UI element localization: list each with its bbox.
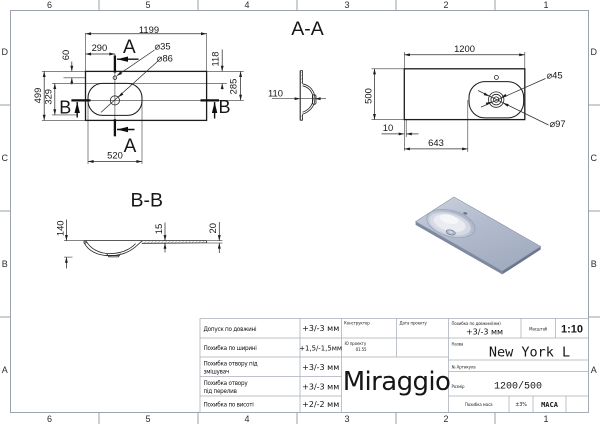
dim-edge-lip: 10 (383, 122, 393, 133)
zone-col-label: 6 (47, 0, 52, 10)
section-aa-title: A-A (291, 18, 324, 40)
zone-col-label: 4 (244, 414, 249, 424)
size-label: Розмір (452, 384, 465, 390)
tolerance-value: +1,5/-1,5мм (299, 344, 342, 352)
dim-drain-from-edge: 285 (227, 79, 238, 95)
mass-label: МАСА (541, 401, 559, 409)
render-drain (445, 229, 456, 236)
zone-row-label: B (591, 259, 597, 269)
scale-label: Масштаб (529, 326, 548, 333)
length-tolerance-value: +3/-3 мм (466, 328, 503, 337)
dim-depth: 499 (32, 88, 43, 104)
dim-deck-thickness: 15 (153, 224, 164, 234)
date-label: Дата проекту (400, 321, 428, 327)
section-bb-title: B-B (130, 190, 163, 212)
label-faucet-hole: ⌀35 (155, 40, 171, 51)
tolerance-label: Похибка по ширині (204, 344, 258, 352)
zone-col-label: 4 (244, 0, 249, 10)
section-mark-b-left: B (59, 97, 71, 117)
plan-view-left: A A B B 1199 290 60 499 329 520 118 (32, 24, 244, 164)
render-3d-view (415, 196, 542, 275)
zone-row-label: C (591, 153, 598, 163)
mass-tolerance-label: Похибка маса (465, 401, 493, 408)
zone-col-label: 5 (145, 0, 150, 10)
brand-logo: Miraggio (343, 367, 451, 397)
mass-tolerance-value: ±3% (515, 402, 527, 408)
zone-col-label: 1 (543, 414, 548, 424)
tolerance-value: +3/-3 мм (302, 382, 339, 391)
zone-col-label: 6 (47, 414, 52, 424)
tolerance-value: +2/-2 мм (302, 400, 339, 409)
tolerance-label: Похибка по висоті (204, 401, 255, 409)
tolerance-value: +3/-3 мм (302, 324, 339, 333)
label-drain-recess: ⌀86 (157, 53, 173, 64)
tolerance-value: +3/-3 мм (302, 363, 339, 372)
zone-col-label: 2 (443, 0, 448, 10)
dim-bowl-depth: 329 (43, 89, 54, 105)
tolerance-label: Похибка отвору (204, 379, 249, 387)
render-faucet-hole (463, 212, 468, 215)
zone-col-label: 3 (344, 414, 349, 424)
dim-depth-right: 500 (362, 88, 373, 104)
label-drain-recess-right: ⌀97 (550, 118, 566, 129)
zone-row-label: D (591, 47, 598, 57)
dim-faucet-offset: 290 (92, 42, 108, 53)
zone-row-label: A (591, 365, 597, 375)
zone-col-label: 1 (543, 0, 548, 10)
size-value: 1200/500 (494, 380, 542, 392)
product-name: New York L (489, 344, 570, 360)
section-mark-a-bottom: A (124, 136, 137, 157)
section-view-aa: A-A 110 (268, 18, 326, 121)
designer-value-2: 01.55 (356, 347, 367, 353)
dim-bowl-offset: 643 (428, 137, 444, 148)
tolerance-label: змішувач (204, 367, 230, 375)
article-label: № Артикула (452, 365, 477, 371)
dim-edge-thickness: 20 (207, 223, 218, 233)
dim-faucet-from-edge: 60 (60, 50, 71, 60)
name-label: Назва (452, 342, 464, 348)
dim-bowl-from-edge: 118 (210, 52, 221, 67)
render-bowl (426, 209, 476, 238)
section-view-bb: B-B 140 15 20 (54, 190, 223, 269)
zone-col-label: 2 (443, 414, 448, 424)
plan-view-right: ⌀45 ⌀97 1200 500 10 643 (362, 43, 566, 152)
designer-label: Конструктор (344, 321, 370, 327)
tolerance-label: Допуск по довжині (204, 325, 257, 333)
title-block: Допуск по довжині +3/-3 мм Похибка по ши… (199, 318, 589, 413)
tolerance-label: Похибка отвору під (204, 360, 258, 368)
zone-row-label: B (2, 259, 8, 269)
section-mark-a-top: A (123, 37, 136, 58)
dim-bowl-height: 140 (54, 220, 65, 236)
zone-row-label: D (2, 47, 9, 57)
dim-height: 110 (268, 87, 283, 98)
dim-length-right: 1200 (454, 43, 475, 54)
tolerance-label: під перелив (204, 387, 237, 395)
zone-col-label: 3 (344, 0, 349, 10)
zone-row-label: A (2, 365, 8, 375)
section-mark-b-right: B (218, 97, 230, 117)
dim-bowl-width: 520 (107, 150, 123, 161)
length-tolerance-label: Похибка по довжині(мм) (452, 320, 502, 327)
designer-value: Ю проекту (345, 341, 367, 347)
dim-length: 1199 (139, 24, 159, 35)
label-drain-hole: ⌀45 (547, 69, 563, 80)
zone-row-label: C (2, 153, 9, 163)
title-block-grid (199, 318, 589, 413)
zone-col-label: 5 (145, 414, 150, 424)
tolerance-rows: Допуск по довжині +3/-3 мм Похибка по ши… (204, 324, 343, 409)
scale-value: 1:10 (561, 324, 583, 336)
